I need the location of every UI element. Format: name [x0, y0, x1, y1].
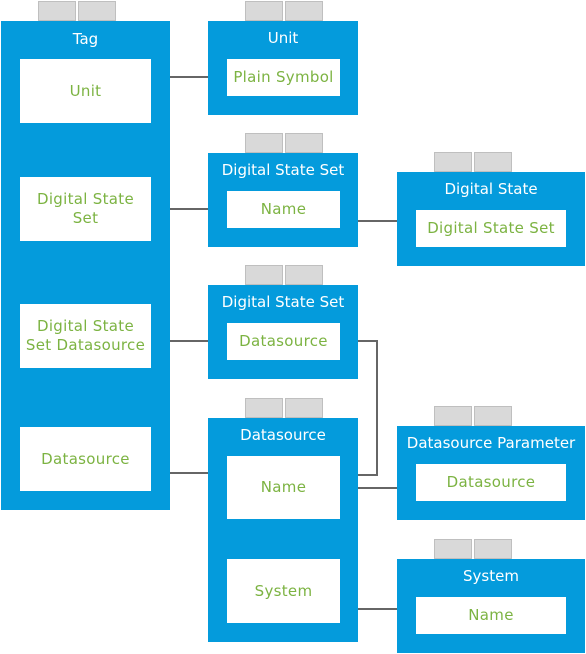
- entity-title: Digital State Set: [221, 293, 345, 311]
- entity-datasource: Datasource Name System: [208, 398, 358, 642]
- field-datasource[interactable]: Datasource: [20, 427, 151, 491]
- field-digital-state-set-datasource[interactable]: Digital State Set Datasource: [20, 304, 151, 368]
- entity-title: Digital State: [444, 180, 538, 198]
- entity-tabs: [245, 398, 323, 418]
- field-name[interactable]: Name: [416, 597, 566, 634]
- field-datasource[interactable]: Datasource: [416, 464, 566, 501]
- field-name[interactable]: Name: [227, 456, 340, 519]
- entity-tabs: [434, 406, 512, 426]
- entity-tag: Tag Unit Digital State Set Digital State…: [1, 1, 170, 510]
- entity-tabs: [38, 1, 116, 21]
- field-plain-symbol[interactable]: Plain Symbol: [227, 59, 340, 96]
- entity-title: Tag: [72, 30, 99, 48]
- entity-tabs: [434, 539, 512, 559]
- field-name[interactable]: Name: [227, 191, 340, 228]
- entity-tabs: [245, 133, 323, 153]
- field-system[interactable]: System: [227, 559, 340, 623]
- entity-digital-state-set: Digital State Set Name: [208, 133, 358, 247]
- entity-title: System: [463, 567, 519, 585]
- entity-datasource-parameter: Datasource Parameter Datasource: [397, 406, 585, 520]
- entity-digital-state: Digital State Digital State Set: [397, 152, 585, 266]
- entity-tabs: [245, 1, 323, 21]
- entity-title: Digital State Set: [221, 161, 345, 179]
- entity-title: Datasource: [240, 426, 326, 444]
- entity-system: System Name: [397, 539, 585, 653]
- field-unit[interactable]: Unit: [20, 59, 151, 123]
- entity-digital-state-set-datasource: Digital State Set Datasource: [208, 265, 358, 379]
- field-datasource[interactable]: Datasource: [227, 323, 340, 360]
- entity-tabs: [245, 265, 323, 285]
- entity-tabs: [434, 152, 512, 172]
- entity-title: Unit: [267, 29, 299, 47]
- entity-title: Datasource Parameter: [406, 434, 576, 452]
- field-digital-state-set[interactable]: Digital State Set: [20, 177, 151, 241]
- entity-unit: Unit Plain Symbol: [208, 1, 358, 115]
- field-digital-state-set[interactable]: Digital State Set: [416, 210, 566, 247]
